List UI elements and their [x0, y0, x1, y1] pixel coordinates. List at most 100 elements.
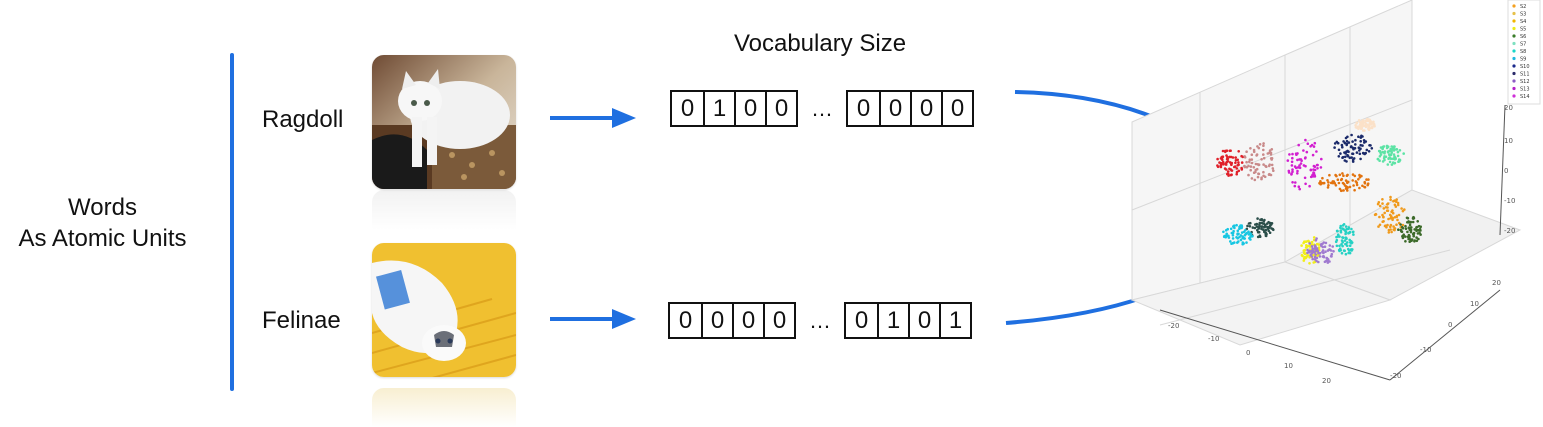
z-tick-label: -20 [1504, 227, 1515, 235]
scatter-point [1418, 227, 1422, 231]
scatter-point [1352, 230, 1355, 234]
scatter-point [1342, 249, 1346, 252]
scatter-point [1361, 123, 1364, 127]
bit-cell: 0 [908, 304, 939, 337]
scatter-point [1401, 236, 1405, 240]
bit-cell: 0 [734, 92, 765, 125]
scatter-point [1344, 252, 1348, 256]
scatter-point [1401, 226, 1405, 230]
scatter-point [1330, 255, 1333, 258]
scatter-point [1225, 149, 1229, 152]
scatter-point [1368, 120, 1372, 124]
bit-cell: 0 [732, 304, 763, 337]
scatter-point [1229, 168, 1233, 171]
scatter-point [1304, 164, 1307, 168]
scatter-point [1393, 157, 1397, 161]
bit-cell: 0 [854, 307, 869, 334]
scatter-point [1378, 159, 1381, 162]
legend-marker [1512, 79, 1516, 83]
y-tick-label: 0 [1448, 321, 1452, 329]
scatter-point [1268, 231, 1272, 234]
scatter-point [1366, 183, 1369, 187]
scatter-point [1326, 259, 1330, 262]
scatter-point [1394, 148, 1398, 151]
scatter-point [1237, 169, 1241, 173]
scatter-point [1225, 168, 1228, 171]
legend-label: S11 [1520, 72, 1530, 78]
scatter-point [1237, 161, 1240, 164]
scatter-point [1317, 246, 1321, 249]
scatter-point [1344, 225, 1348, 228]
scatter-point [1302, 259, 1306, 262]
legend-label: S6 [1520, 34, 1526, 40]
scatter-point [1383, 150, 1387, 153]
scatter-point [1344, 242, 1347, 246]
scatter-point [1408, 223, 1412, 227]
scatter-point [1227, 236, 1231, 239]
scatter-point [1392, 228, 1395, 231]
felinae-image-reflection [372, 388, 516, 427]
scatter-point [1337, 248, 1341, 252]
bit-cell: 0 [765, 92, 796, 125]
scatter-point [1303, 176, 1307, 180]
scatter-point [1402, 233, 1405, 236]
scatter-point [1311, 153, 1315, 157]
scatter-point [1290, 164, 1294, 167]
scatter-point [1321, 249, 1325, 252]
scatter-point [1365, 148, 1369, 152]
scatter-point [1398, 149, 1402, 152]
scatter-point [1315, 237, 1318, 240]
scatter-point [1271, 227, 1275, 231]
scatter-point [1235, 170, 1239, 174]
legend-label: S12 [1520, 79, 1530, 85]
left-title-line1: Words [68, 194, 137, 221]
scatter-point [1360, 126, 1364, 130]
scatter-point [1370, 147, 1374, 150]
scatter-point [1256, 235, 1260, 239]
scatter-point [1342, 140, 1345, 143]
scatter-point [1264, 232, 1268, 235]
scatter-point [1255, 225, 1259, 228]
legend-label: S10 [1520, 64, 1530, 70]
scatter-point [1286, 159, 1290, 162]
scatter-point [1248, 158, 1252, 161]
scatter-point [1364, 125, 1368, 129]
scatter-point [1342, 174, 1345, 177]
scatter-point [1399, 223, 1402, 226]
legend-label: S13 [1520, 87, 1530, 93]
scatter-point [1270, 148, 1274, 151]
scatter-point [1353, 146, 1357, 150]
scatter-point [1415, 236, 1418, 239]
scatter-point [1381, 213, 1384, 217]
scatter-point [1344, 136, 1348, 140]
scatter-point [1387, 231, 1391, 234]
scatter-point [1390, 216, 1393, 219]
scatter-point [1315, 242, 1319, 246]
scatter-point [1319, 166, 1323, 169]
scatter-point [1385, 146, 1389, 150]
word-label-ragdoll: Ragdoll [262, 106, 344, 133]
scatter-point [1323, 245, 1327, 248]
scatter-point [1370, 126, 1374, 130]
scatter-point [1348, 185, 1352, 189]
scatter-point [1346, 180, 1350, 184]
scatter-point [1338, 244, 1341, 248]
scatter-point [1351, 173, 1355, 176]
scatter-point [1394, 205, 1398, 208]
plot-3d-axes-box [1130, 0, 1522, 346]
onehot-right-cells: 0 0 0 0 [846, 90, 974, 127]
scatter-point [1378, 215, 1381, 219]
scatter-point [1235, 223, 1238, 227]
scatter-point [1252, 150, 1256, 154]
arrow-ragdoll-to-vector [550, 108, 636, 128]
scatter-point [1390, 145, 1393, 148]
scatter-point [1346, 189, 1349, 192]
scatter-point [1225, 160, 1229, 164]
scatter-point [1348, 244, 1352, 247]
x-tick-label: -20 [1168, 322, 1179, 330]
scatter-point [1262, 156, 1266, 160]
scatter-point [1310, 245, 1314, 248]
scatter-point [1404, 224, 1407, 228]
scatter-point [1294, 166, 1298, 170]
